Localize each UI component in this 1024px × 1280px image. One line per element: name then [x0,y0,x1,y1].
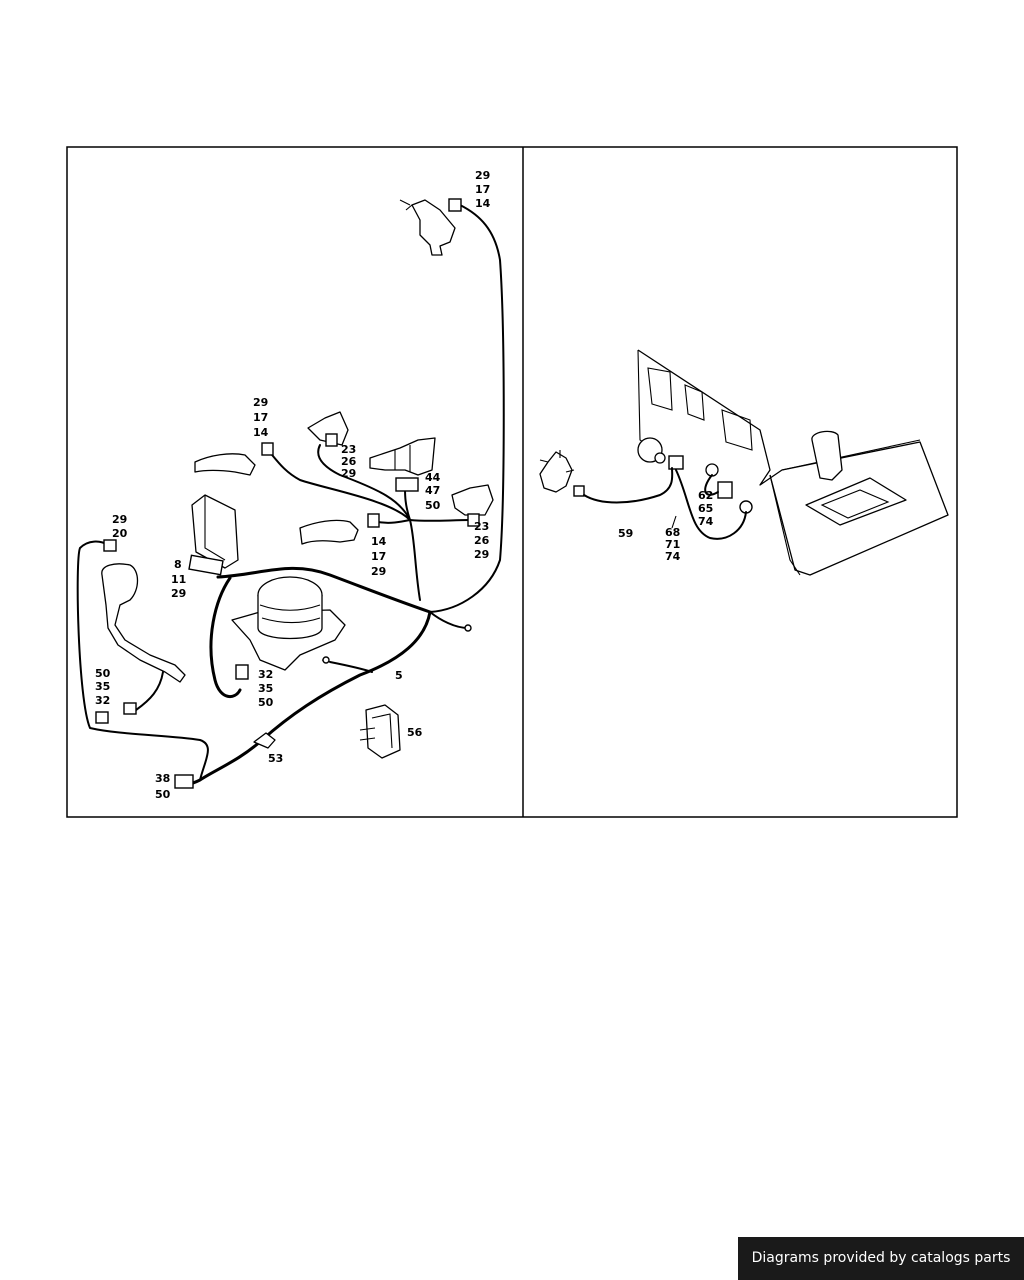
callout: 29 [475,169,490,182]
vent-right [451,484,494,527]
right-panel [539,349,949,576]
callout: 5 [395,669,403,682]
callout: 50 [258,696,274,709]
blower-knob [539,450,575,493]
callout: 62 [698,489,713,502]
left-callouts: 29 17 14 29 17 14 23 26 29 44 47 50 23 2… [95,169,491,801]
callout: 32 [258,668,273,681]
console-panel [637,349,949,576]
callout: 74 [698,515,714,528]
callout: 29 [371,565,386,578]
callout: 68 [665,526,680,539]
callout: 47 [425,484,440,497]
bottom-connector [174,774,194,789]
callout: 14 [475,197,491,210]
vent-left [194,442,274,476]
callout: 29 [253,396,268,409]
right-callouts: 59 68 71 74 62 65 74 [618,489,714,563]
callout: 29 [474,548,489,561]
connector-32 [235,664,249,680]
callout: 71 [665,538,680,551]
callout: 38 [155,772,170,785]
main-harness-wire [216,566,432,742]
switch-top [399,198,462,256]
callout: 65 [698,502,713,515]
callout: 74 [665,550,681,563]
heater-valve [369,437,436,492]
callout: 17 [475,183,490,196]
diagram-frame [66,146,958,818]
callout: 26 [341,455,357,468]
credit-banner: Diagrams provided by catalogs parts [738,1237,1024,1280]
vent-mid [299,513,380,545]
callout: 35 [95,680,110,693]
callout: 29 [112,513,127,526]
callout: 26 [474,534,490,547]
control-module [188,494,239,576]
callout: 50 [95,667,111,680]
callout: 8 [174,558,182,571]
callout: 11 [171,573,186,586]
relay-block [359,704,401,759]
callout: 56 [407,726,423,739]
callout: 20 [112,527,128,540]
callout: 23 [474,520,489,533]
callout: 23 [341,443,356,456]
callout: 59 [618,527,633,540]
callout: 14 [253,426,269,439]
callout: 17 [371,550,386,563]
callout: 17 [253,411,268,424]
callout: 32 [95,694,110,707]
temp-sensor-assembly [95,539,186,724]
gear-shifter [805,430,907,526]
blower-motor [231,576,346,671]
callout: 50 [425,499,441,512]
callout: 14 [371,535,387,548]
grommet [253,732,276,749]
callout: 35 [258,682,273,695]
callout: 53 [268,752,283,765]
vent-upper-center [307,411,349,447]
callout: 44 [425,471,441,484]
callout: 29 [171,587,186,600]
callout: 29 [341,467,356,480]
left-panel [76,198,505,789]
callout: 50 [155,788,171,801]
